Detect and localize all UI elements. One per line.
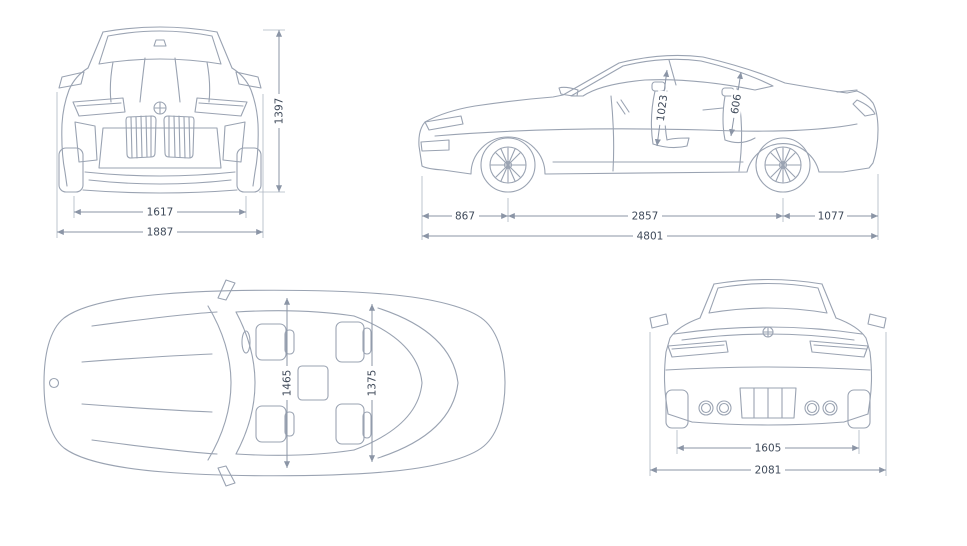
tire-front-left [58, 147, 84, 193]
rear-seat [722, 95, 756, 144]
top-dimensions: 1465 1375 [281, 298, 379, 468]
top-view-drawing: 1465 1375 [43, 279, 506, 487]
windshield-top [207, 305, 232, 461]
tire-rear-right [847, 389, 871, 429]
side-intake-left [74, 121, 98, 163]
tire-rear-left [665, 389, 689, 429]
seat-front-right [255, 405, 287, 443]
front-dimensions: 1397 1617 1887 [56, 29, 286, 239]
dim-interior-height-rear-label: 606 [729, 93, 744, 115]
front-fender-right [231, 67, 259, 187]
hood-creases [109, 57, 211, 103]
taillight-right [809, 340, 869, 358]
seat-front-left [255, 323, 287, 361]
dim-track-rear-label: 1605 [755, 443, 782, 455]
roof-front-edge [235, 311, 256, 455]
door-mirror [558, 86, 579, 97]
rear-dimensions: 1605 2081 [649, 332, 887, 477]
top-body-outline [43, 289, 506, 477]
mirror-top-left [217, 279, 236, 301]
front-splitter [84, 171, 236, 185]
mirror-top-right [217, 465, 236, 487]
cabin-seats-top [241, 321, 372, 445]
front-windshield [98, 30, 222, 65]
steering-wheel-top [241, 330, 251, 354]
side-mirror-right [235, 71, 262, 89]
kidney-grille-right [163, 115, 195, 159]
wheel-rear [755, 137, 811, 193]
rear-shoulder-left [665, 317, 701, 353]
dim-wheelbase-label: 2857 [632, 211, 659, 223]
b-pillar [668, 59, 677, 86]
front-car-body [58, 26, 262, 194]
dim-overall-length-label: 4801 [637, 231, 664, 243]
side-view-drawing: 1023 606 867 2857 1077 4801 [418, 54, 879, 243]
dim-rear-overhang-label: 1077 [818, 211, 845, 223]
front-a-pillars [87, 31, 233, 69]
kidney-grille-right-bars [168, 115, 191, 159]
front-bottom-line [82, 189, 238, 194]
dim-front-overhang-label: 867 [455, 211, 475, 223]
dim-overall-width-label: 1887 [147, 227, 174, 239]
character-line [434, 123, 858, 137]
exhaust-pipes [698, 400, 838, 416]
bmw-roundel-top [48, 377, 60, 389]
headlight-left [72, 97, 126, 117]
headlight-right [194, 97, 248, 117]
diffuser [739, 387, 797, 419]
rear-car-body [649, 278, 887, 429]
bumper-crease [665, 366, 871, 371]
seat-rear-right [335, 403, 365, 445]
rear-shoulder-right [835, 317, 871, 353]
hood-crease-lines [81, 311, 218, 455]
side-mirror-left [58, 71, 85, 89]
front-roof [102, 26, 218, 33]
tire-front-right [236, 147, 262, 193]
dim-width-incl-mirrors-label: 2081 [755, 465, 782, 477]
front-intake-side [420, 139, 450, 152]
rear-mirror-left [649, 313, 669, 329]
trunk-lid-line [377, 307, 459, 459]
taillight-side [852, 99, 876, 117]
headlight-side [424, 115, 464, 131]
bmw-roundel-rear [762, 326, 774, 338]
side-car-body [418, 54, 879, 193]
door-cut-line [610, 95, 615, 172]
dim-overall-height-label: 1397 [274, 98, 286, 125]
rear-mirror-right [867, 313, 887, 329]
bmw-roundel [153, 101, 167, 115]
dim-track-front-label: 1617 [147, 207, 174, 219]
steering-wheel [616, 99, 630, 115]
door-handle [702, 107, 724, 111]
seat-rear-left [335, 321, 365, 363]
roof-side-edges [235, 310, 355, 456]
rear-roof [713, 278, 823, 285]
kidney-grille-left-bars [130, 115, 152, 159]
dim-shoulder-width-front-label: 1465 [282, 370, 294, 397]
dim-shoulder-width-rear-label: 1375 [367, 370, 379, 397]
dim-interior-height-front-label: 1023 [655, 94, 670, 122]
front-view-drawing: 1397 1617 1887 [56, 26, 286, 239]
front-seat-headrest [651, 81, 666, 92]
wheel-front [480, 137, 536, 193]
rearview-mirror [153, 39, 167, 47]
lower-grille-mesh-outline [98, 127, 222, 169]
side-body-outline [418, 54, 879, 175]
center-console [297, 365, 329, 401]
rear-glass [708, 282, 828, 314]
ducktail-spoiler [836, 89, 858, 93]
rear-glass-top [353, 315, 423, 451]
rear-view-drawing: 1605 2081 [649, 278, 887, 477]
rear-pillars [699, 283, 837, 319]
side-intake-right [222, 121, 246, 163]
top-car-body [43, 279, 506, 487]
side-glass [570, 58, 774, 97]
taillight-left [667, 340, 729, 358]
front-fender-left [61, 67, 89, 187]
side-dimensions: 1023 606 867 2857 1077 4801 [421, 69, 879, 243]
